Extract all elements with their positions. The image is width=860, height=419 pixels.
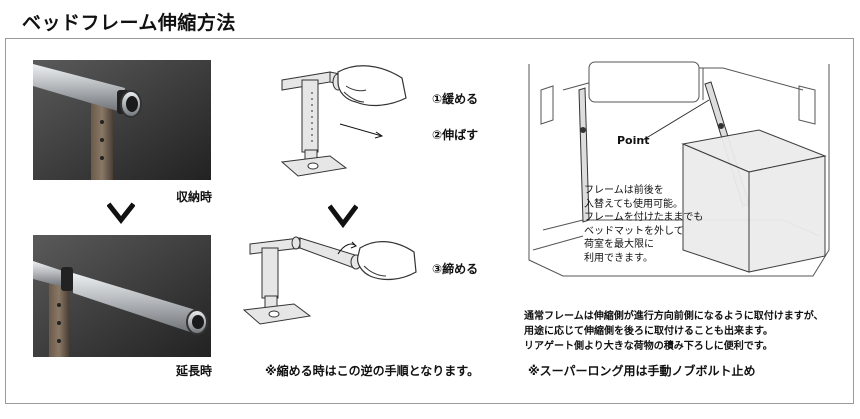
install-note-line: 通常フレームは伸縮側が進行方向前側になるように取付けますが、	[524, 311, 824, 322]
step-tighten: ③締める	[432, 262, 479, 276]
step-loosen: ①緩める	[432, 92, 479, 106]
extended-photo	[33, 235, 211, 357]
super-long-note: ※スーパーロング用は手動ノブボルト止め	[528, 364, 756, 378]
extended-caption: 延長時	[176, 364, 213, 378]
content-panel	[5, 38, 854, 404]
callout-text: フレームは前後を 入替えても使用可能。 フレームを付けたままでも ベッドマットを…	[584, 184, 703, 265]
callout-line: 利用できます。	[584, 252, 653, 264]
reverse-note: ※縮める時はこの逆の手順となります。	[265, 364, 480, 378]
down-arrow-icon	[107, 202, 135, 225]
stored-photo	[33, 60, 211, 180]
callout-line: フレームは前後を	[584, 185, 664, 196]
install-note-line: 用途に応じて伸縮側を後ろに取付けることも出来ます。	[524, 326, 773, 337]
page-title: ベッドフレーム伸縮方法	[22, 12, 236, 34]
tighten-illustration	[242, 236, 417, 325]
step-extend: ②伸ばす	[432, 128, 479, 142]
callout-line: ベッドマットを外して	[584, 225, 684, 237]
down-arrow-icon	[328, 204, 358, 229]
install-notes: 通常フレームは伸縮側が進行方向前側になるように取付けますが、 用途に応じて伸縮側…	[524, 309, 824, 354]
callout-line: 荷室を最大限に	[584, 239, 654, 250]
callout-line: 入替えても使用可能。	[584, 198, 683, 210]
callout-line: フレームを付けたままでも	[584, 212, 704, 223]
cargo-illustration	[523, 60, 833, 286]
install-note-line: リアゲート側より大きな荷物の積み下ろしに便利です。	[524, 341, 773, 352]
loosen-illustration	[280, 65, 407, 177]
stored-caption: 収納時	[176, 190, 213, 204]
point-label: Point	[617, 134, 650, 147]
